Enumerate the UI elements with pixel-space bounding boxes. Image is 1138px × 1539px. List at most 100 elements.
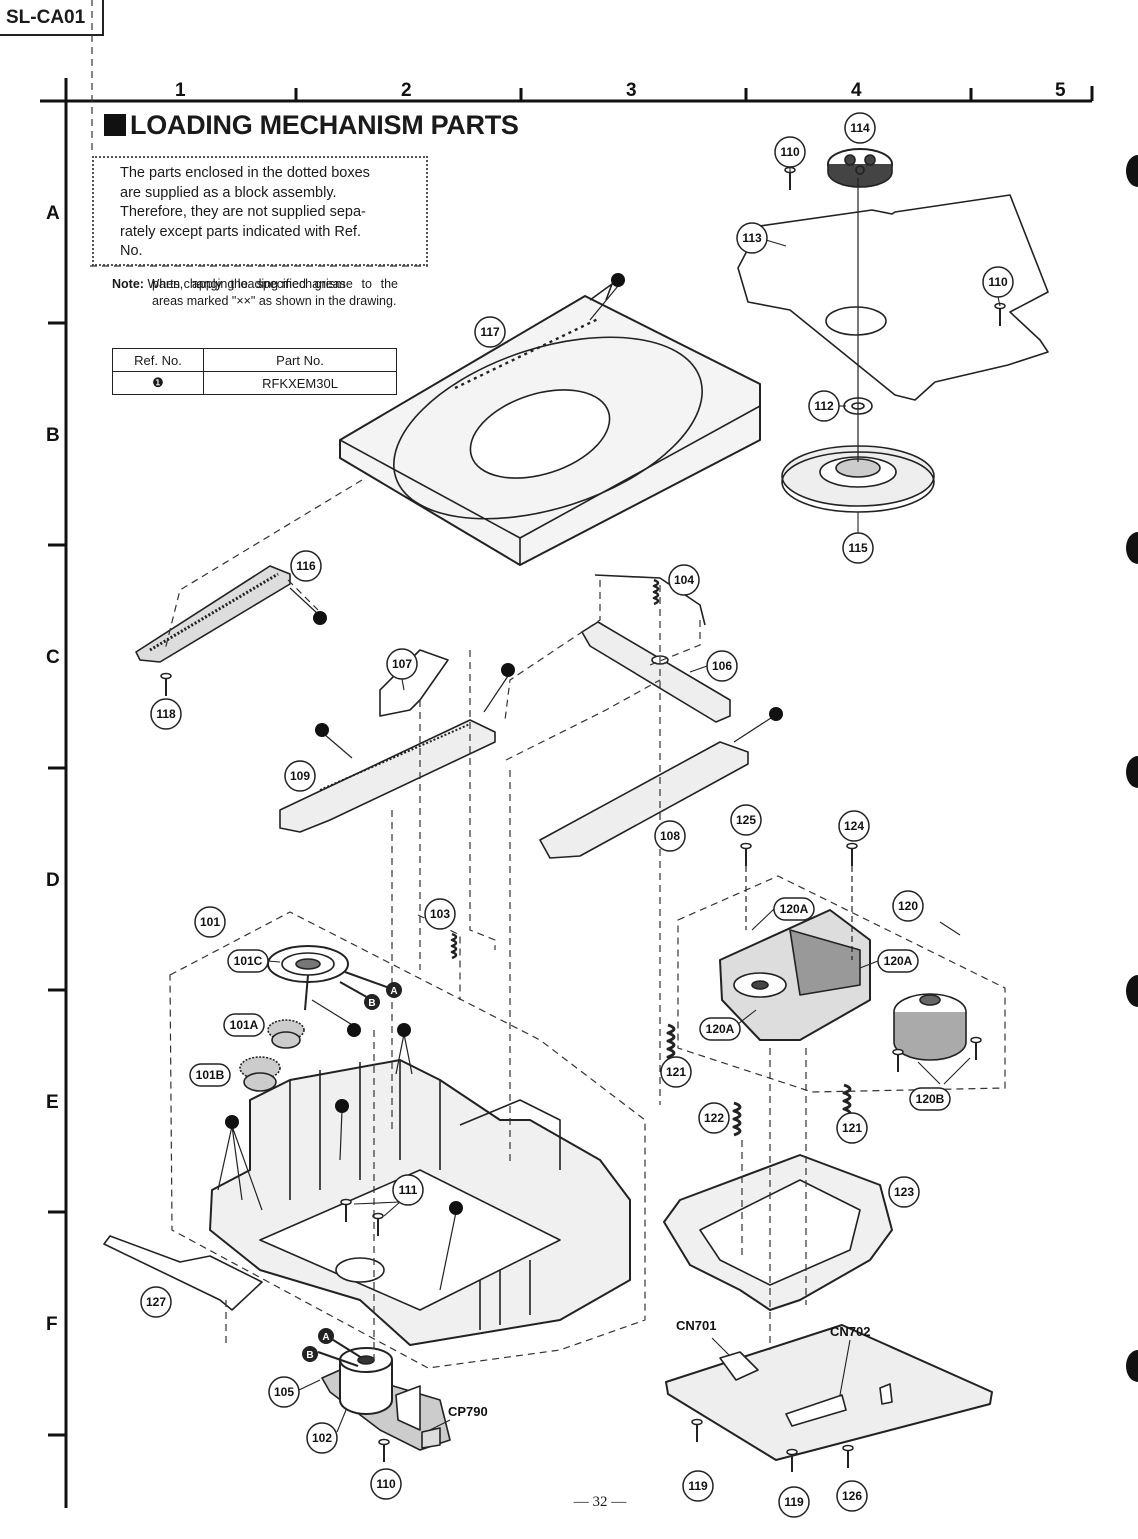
svg-text:119: 119 xyxy=(784,1495,804,1509)
belt-marker-b: B xyxy=(368,998,375,1009)
svg-text:101B: 101B xyxy=(196,1068,225,1082)
header-ref-no: Ref. No. xyxy=(112,348,204,372)
grease-leaders xyxy=(217,285,775,1291)
svg-text:104: 104 xyxy=(674,573,694,587)
clamp-plate xyxy=(103,1235,263,1311)
svg-text:102: 102 xyxy=(312,1431,332,1445)
connector-labels: CN701 CN702 CP790 xyxy=(448,1318,870,1419)
svg-text:120A: 120A xyxy=(884,954,913,968)
svg-text:107: 107 xyxy=(392,657,412,671)
callout-119: 119 xyxy=(778,1486,810,1518)
svg-text:121: 121 xyxy=(666,1065,686,1079)
callout-101b: 101B xyxy=(189,1063,231,1087)
callout-107: 107 xyxy=(386,648,418,680)
svg-text:109: 109 xyxy=(290,769,310,783)
column-label: 4 xyxy=(851,80,862,101)
callout-110: 110 xyxy=(370,1468,402,1500)
note-first-line: When changing loading mechanism xyxy=(147,277,346,291)
callout-101c: 101C xyxy=(227,949,269,973)
title-square-marker xyxy=(104,114,126,136)
callout-120a: 120A xyxy=(699,1017,741,1041)
row-label: D xyxy=(46,870,60,891)
loading-motor xyxy=(317,1337,451,1451)
top-cover-plate xyxy=(737,194,1049,401)
svg-text:124: 124 xyxy=(844,819,864,833)
svg-text:110: 110 xyxy=(988,275,1008,289)
row-label: F xyxy=(46,1314,58,1335)
callout-127: 127 xyxy=(140,1286,172,1318)
callouts: 110 114 113 110 117 112 115 116 104 118 … xyxy=(140,112,1014,1518)
cell-ref: ❶ xyxy=(112,371,204,395)
callout-111: 111 xyxy=(392,1174,424,1206)
cell-part: RFKXEM30L xyxy=(203,371,397,395)
svg-text:114: 114 xyxy=(850,121,870,135)
callout-125: 125 xyxy=(730,804,762,836)
grease-markers xyxy=(225,273,783,1215)
callout-110: 110 xyxy=(774,136,806,168)
grid-frame xyxy=(40,78,1094,1508)
svg-text:126: 126 xyxy=(842,1489,862,1503)
svg-text:101: 101 xyxy=(200,915,220,929)
callout-122: 122 xyxy=(698,1102,730,1134)
svg-text:108: 108 xyxy=(660,829,680,843)
callout-120: 120 xyxy=(892,890,924,922)
callout-108: 108 xyxy=(654,820,686,852)
table-row: ❶ RFKXEM30L xyxy=(112,371,397,395)
row-label: A xyxy=(46,203,60,224)
slide-plate xyxy=(539,741,749,859)
svg-text:120: 120 xyxy=(898,899,918,913)
row-label: B xyxy=(46,425,60,446)
callout-126: 126 xyxy=(836,1480,868,1512)
callout-115: 115 xyxy=(842,532,874,564)
callout-101a: 101A xyxy=(223,1013,265,1037)
grease-reference-table: Ref. No. Part No. ❶ RFKXEM30L xyxy=(112,348,397,395)
notice-line: The parts enclosed in the dotted boxes xyxy=(120,165,370,181)
section-title: LOADING MECHANISM PARTS xyxy=(104,110,519,141)
belt-marker-a: A xyxy=(322,1332,329,1343)
svg-text:110: 110 xyxy=(780,145,800,159)
belt-markers: A B A B xyxy=(302,982,402,1362)
svg-text:110: 110 xyxy=(376,1477,396,1491)
svg-text:127: 127 xyxy=(146,1295,166,1309)
callout-106: 106 xyxy=(706,650,738,682)
svg-text:121: 121 xyxy=(842,1121,862,1135)
row-label: E xyxy=(46,1092,59,1113)
svg-text:120B: 120B xyxy=(916,1092,945,1106)
callout-109: 109 xyxy=(284,760,316,792)
svg-text:120A: 120A xyxy=(780,902,809,916)
drive-rack xyxy=(279,719,496,833)
callout-114: 114 xyxy=(844,112,876,144)
spindle-motor xyxy=(892,993,982,1073)
callout-116: 116 xyxy=(290,550,322,582)
svg-text:122: 122 xyxy=(704,1111,724,1125)
callout-123: 123 xyxy=(888,1176,920,1208)
callout-102: 102 xyxy=(306,1422,338,1454)
disc-tray xyxy=(339,283,761,566)
row-label: C xyxy=(46,647,60,668)
callout-104: 104 xyxy=(668,564,700,596)
svg-text:118: 118 xyxy=(156,707,176,721)
cover-hole xyxy=(825,306,887,336)
callout-120b: 120B xyxy=(909,1087,951,1111)
callout-112: 112 xyxy=(808,390,840,422)
svg-text:112: 112 xyxy=(814,399,834,413)
note-rest: parts, apply the specified grease to the… xyxy=(152,277,398,308)
column-label: 1 xyxy=(175,80,186,101)
notice-line: rately except parts indicated with Ref. xyxy=(120,223,361,240)
binder-marks xyxy=(1126,155,1138,1382)
callout-leaders xyxy=(267,167,1001,1433)
callout-120a: 120A xyxy=(773,897,815,921)
callout-120a: 120A xyxy=(877,949,919,973)
spring-121b xyxy=(842,1083,852,1119)
notice-line: No. xyxy=(120,243,143,259)
column-label: 3 xyxy=(626,80,637,101)
grid-labels: 1 2 3 4 5 A B C D E F xyxy=(46,80,1066,1335)
svg-text:113: 113 xyxy=(742,231,762,245)
svg-text:123: 123 xyxy=(894,1185,914,1199)
column-label: 2 xyxy=(401,80,412,101)
assembly-guides xyxy=(90,0,1006,1369)
svg-text:125: 125 xyxy=(736,813,756,827)
svg-text:117: 117 xyxy=(480,325,500,339)
svg-text:111: 111 xyxy=(399,1183,418,1197)
